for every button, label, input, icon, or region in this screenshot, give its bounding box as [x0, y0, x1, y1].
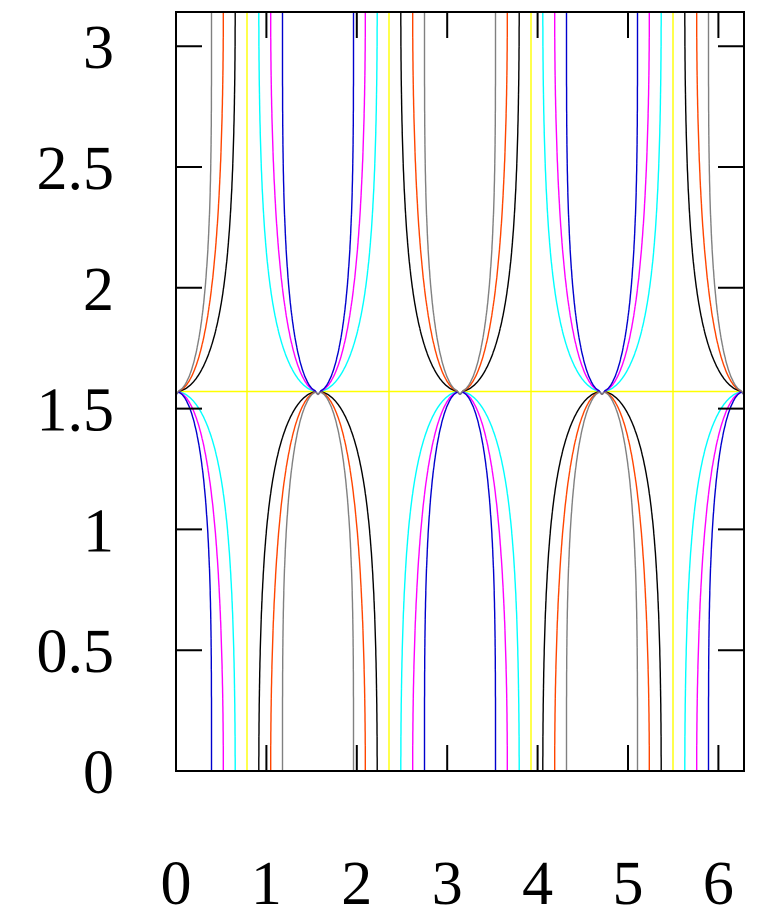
y-tick-label-5: 2.5 — [37, 135, 115, 203]
contour-level-6 — [175, 12, 745, 771]
contour-level-0 — [175, 12, 745, 771]
y-tick-label-4: 2 — [83, 256, 114, 324]
y-tick-label-0: 0 — [83, 739, 114, 807]
y-axis: 0 0.5 1 1.5 2 2.5 3 — [37, 14, 744, 807]
x-tick-label-3: 3 — [432, 850, 463, 911]
contour-level-3 — [175, 12, 745, 771]
y-tick-label-3: 1.5 — [37, 377, 115, 445]
y-tick-label-6: 3 — [83, 14, 114, 82]
contour-level-2 — [175, 12, 745, 771]
contour-lines — [175, 12, 745, 771]
x-tick-label-6: 6 — [703, 850, 734, 911]
x-tick-label-1: 1 — [251, 850, 282, 911]
x-tick-label-2: 2 — [341, 850, 372, 911]
x-tick-label-0: 0 — [161, 850, 192, 911]
plot-frame — [175, 11, 745, 772]
contour-level-5 — [175, 12, 745, 771]
y-tick-label-1: 0.5 — [37, 618, 115, 686]
x-tick-label-4: 4 — [522, 850, 553, 911]
x-tick-label-5: 5 — [612, 850, 643, 911]
y-tick-label-2: 1 — [83, 497, 114, 565]
